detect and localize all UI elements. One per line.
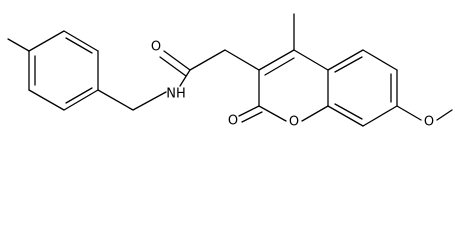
ring-oxygen-label: O [289, 115, 299, 130]
coumarin-core [238, 13, 398, 127]
c2-o1-bond [258, 105, 287, 122]
c4-c4a-bond [293, 49, 329, 71]
c3-c4-double-a [258, 49, 295, 71]
amide-linker [97, 49, 260, 111]
o1-c8a-bond [301, 105, 329, 122]
benzo-bond [327, 49, 364, 71]
aromatic-inner-bond [65, 37, 93, 54]
ring-bond [28, 30, 65, 52]
c3-c4-double-b [264, 57, 295, 76]
aromatic-inner-bond [334, 56, 363, 73]
benzo-bond [362, 105, 398, 127]
ring-bond [63, 30, 99, 52]
ch2-coumarin-bond [224, 49, 260, 71]
ch2-n-bond [132, 91, 167, 111]
c2-lactone-o-double-b [241, 111, 263, 123]
aromatic-inner-bond [334, 103, 363, 120]
ring-bond [63, 89, 99, 111]
ring-bond [28, 89, 65, 111]
carbonyl-ch2-bond [189, 49, 226, 71]
carbonyl-double-bond-a [163, 50, 191, 71]
structure-diagram: O NH O O O [7, 13, 453, 130]
n-carbonyl-bond [179, 69, 191, 87]
c2-lactone-o-double-a [238, 105, 260, 117]
toluene-ring [7, 30, 99, 111]
amide-nh-label: NH [166, 87, 186, 102]
carbonyl-oxygen-label: O [151, 40, 161, 55]
aryl-o-bond [396, 105, 422, 121]
o-methyl-bond [436, 109, 453, 121]
methoxy-group [396, 105, 453, 121]
methoxy-oxygen-label: O [424, 115, 434, 130]
molecule-canvas: O NH O O O [7, 13, 453, 130]
methyl-bond-left [7, 38, 30, 52]
aromatic-inner-bond [65, 87, 93, 104]
benzo-bond [327, 105, 364, 127]
carbonyl-double-bond-b [159, 56, 187, 77]
benzyl-bond [97, 89, 134, 111]
benzo-bond [362, 49, 398, 71]
lactone-carbonyl-oxygen-label: O [228, 114, 238, 129]
